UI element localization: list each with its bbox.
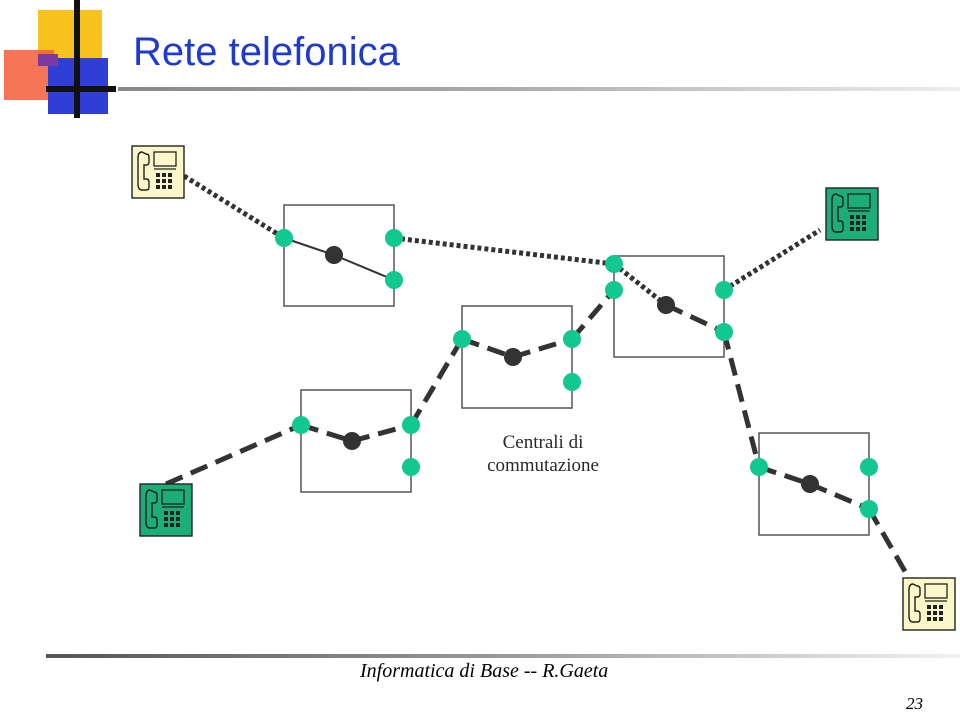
switch-box-5 <box>758 432 870 536</box>
port-node <box>402 458 420 476</box>
port-node <box>715 323 733 341</box>
switch-box-3 <box>461 305 573 409</box>
desk-phone-icon <box>139 483 193 537</box>
port-node <box>275 229 293 247</box>
diagram-caption: Centrali di commutazione <box>468 432 618 478</box>
port-node <box>385 229 403 247</box>
caption-line-2: commutazione <box>487 454 599 476</box>
desk-phone-icon <box>825 187 879 241</box>
slide-title: Rete telefonica <box>133 30 400 74</box>
switch-5-core <box>801 475 819 493</box>
switch-2-core <box>657 296 675 314</box>
title-rule <box>118 87 960 91</box>
footer-text: Informatica di Base -- R.Gaeta <box>360 660 609 682</box>
switch-3-core <box>504 348 522 366</box>
switch-box-4 <box>300 389 412 493</box>
port-node <box>715 281 733 299</box>
desk-phone-icon <box>902 577 956 631</box>
port-node <box>605 281 623 299</box>
port-node <box>750 458 768 476</box>
switch-4-core <box>343 432 361 450</box>
page-number: 23 <box>906 694 923 713</box>
port-node <box>402 416 420 434</box>
port-node <box>453 330 471 348</box>
port-node <box>605 255 623 273</box>
switch-box-1 <box>283 204 395 307</box>
port-node <box>563 330 581 348</box>
caption-line-1: Centrali di <box>502 432 584 453</box>
port-node <box>563 373 581 391</box>
footer-rule <box>46 654 960 658</box>
dotted-route <box>182 173 822 307</box>
switch-1-core <box>325 246 343 264</box>
logo-decoration <box>4 0 116 118</box>
desk-phone-icon <box>131 145 185 199</box>
port-node <box>860 500 878 518</box>
port-node <box>292 416 310 434</box>
switch-box-2 <box>613 255 725 358</box>
port-node <box>385 271 403 289</box>
port-node <box>860 458 878 476</box>
